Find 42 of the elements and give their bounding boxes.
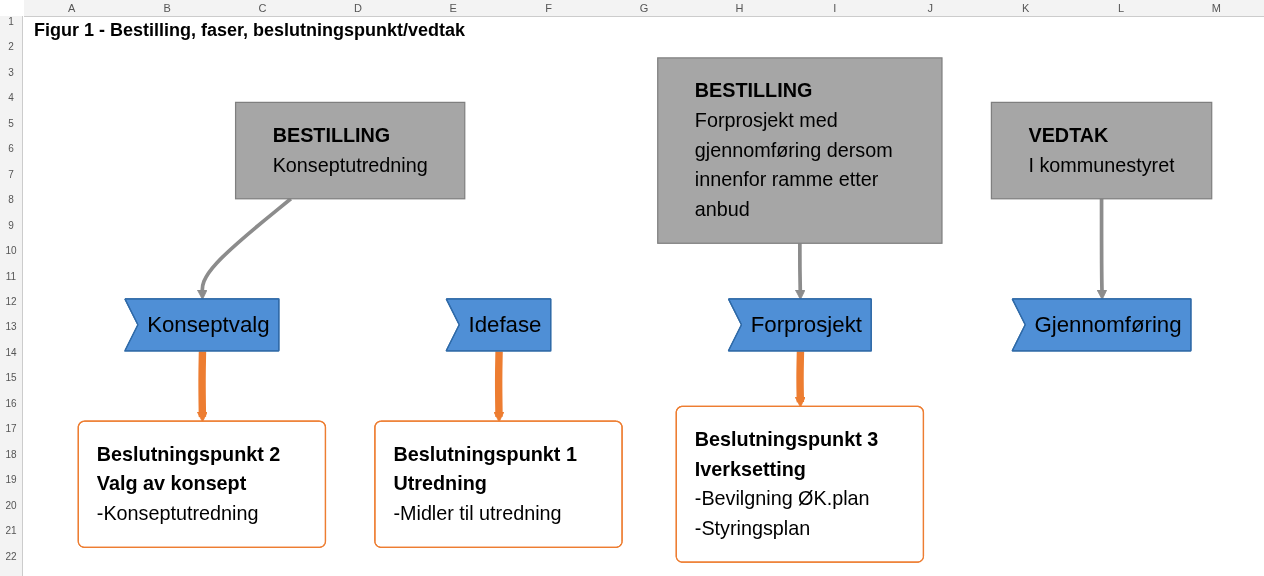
row-header: 14 [4,346,18,360]
title: Figur 1 - Bestilling, faser, beslutningspunkt/vedtak [34,20,466,41]
row-header: 7 [7,168,15,182]
row-header: 16 [4,397,18,411]
column-header: G [638,1,650,16]
row-header: 2 [7,41,15,55]
row-header: 20 [4,499,18,513]
column-header: E [448,1,458,16]
row-header: 18 [4,448,18,462]
row-header: 15 [4,372,18,386]
row-header: 19 [4,474,18,488]
column-header: C [257,1,268,16]
column-header: A [67,1,77,16]
column-header: B [162,1,172,16]
column-header: J [926,1,934,16]
row-header: 13 [4,321,18,335]
row-header: 12 [4,296,18,309]
row-header: 11 [4,270,18,284]
column-header: I [832,1,838,16]
row-header: 17 [4,423,18,437]
node-box: BESTILLING Forprosjekt med gjennomføring dersom innenfor ramme etter anbud [657,57,943,244]
arrow [794,351,806,408]
node-box: VEDTAK I kommunestyret [990,101,1213,200]
row-header: 1 [7,16,15,29]
row-header: 3 [7,66,15,80]
node-box: BESTILLING Konseptutredning [234,101,466,200]
row-header: 8 [7,194,15,208]
arrow [493,351,505,423]
row-header: 5 [7,117,15,131]
column-header: H [734,1,745,16]
row-header: 4 [7,92,15,106]
row-header: 9 [7,219,15,233]
arrow [196,351,208,423]
column-header: K [1020,1,1031,16]
row-header: 21 [4,525,18,539]
column-header: D [352,1,363,16]
column-header: F [544,1,553,16]
row-header: 6 [7,143,15,157]
row-header: 22 [4,550,18,564]
row-header: 10 [4,245,18,259]
column-header: L [1116,1,1126,16]
column-header: M [1210,1,1222,16]
